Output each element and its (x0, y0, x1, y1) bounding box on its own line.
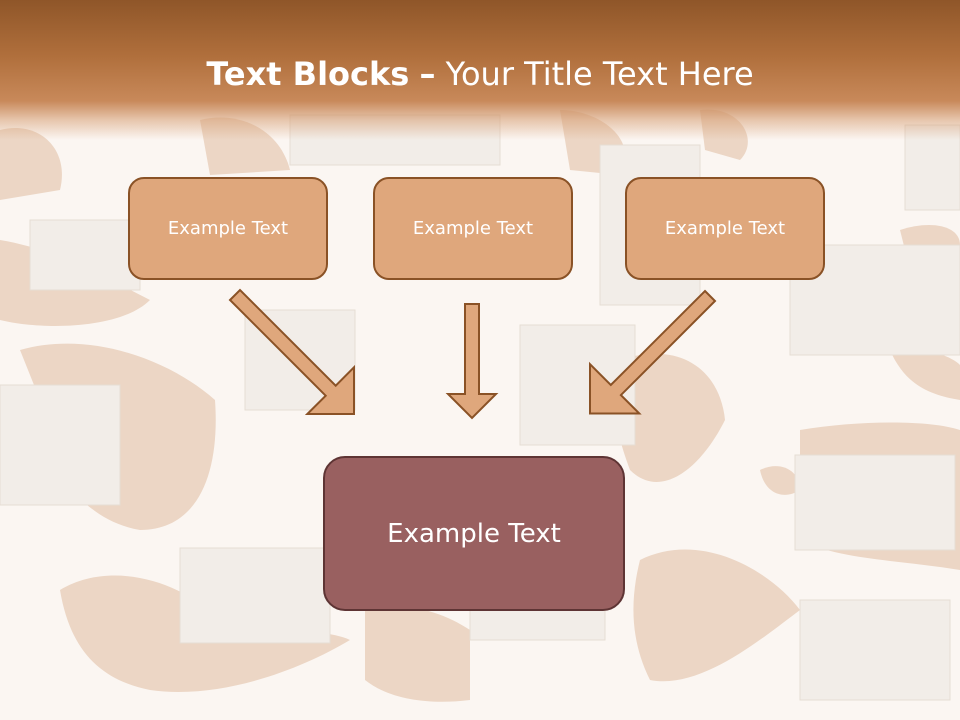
arrow-center-down (445, 303, 499, 420)
text-block-top-right[interactable]: Example Text (625, 177, 825, 280)
title-bold-part: Text Blocks (206, 55, 410, 93)
text-block-top-left-label: Example Text (167, 218, 289, 239)
title-banner (0, 0, 960, 140)
arrow-right-to-center (589, 289, 717, 415)
text-block-top-left[interactable]: Example Text (128, 177, 328, 280)
arrow-left-to-center (228, 288, 355, 415)
text-block-top-center-label: Example Text (412, 218, 534, 239)
text-block-bottom[interactable]: Example Text (323, 456, 625, 611)
title-dash: – (419, 55, 436, 93)
text-block-bottom-label: Example Text (387, 518, 561, 549)
slide-title: Text Blocks – Your Title Text Here (0, 52, 960, 96)
text-block-top-center[interactable]: Example Text (373, 177, 573, 280)
title-rest-part: Your Title Text Here (445, 55, 754, 93)
text-block-top-right-label: Example Text (664, 218, 786, 239)
